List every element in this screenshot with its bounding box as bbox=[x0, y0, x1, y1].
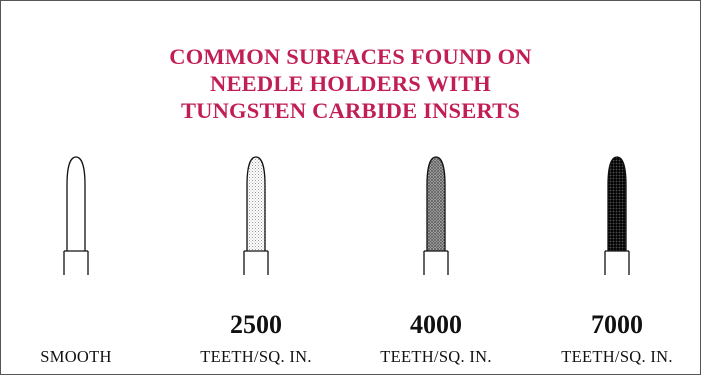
tip-4000 bbox=[420, 150, 452, 275]
tip-2500 bbox=[240, 150, 272, 275]
tip-smooth bbox=[64, 157, 88, 275]
caption-4000: TEETH/SQ. IN. bbox=[356, 347, 516, 367]
caption-7000: TEETH/SQ. IN. bbox=[537, 347, 697, 367]
tip-7000 bbox=[601, 150, 633, 275]
caption-smooth: SMOOTH bbox=[0, 347, 156, 367]
count-7000: 7000 bbox=[537, 310, 697, 340]
count-2500: 2500 bbox=[176, 310, 336, 340]
caption-2500: TEETH/SQ. IN. bbox=[176, 347, 336, 367]
count-4000: 4000 bbox=[356, 310, 516, 340]
